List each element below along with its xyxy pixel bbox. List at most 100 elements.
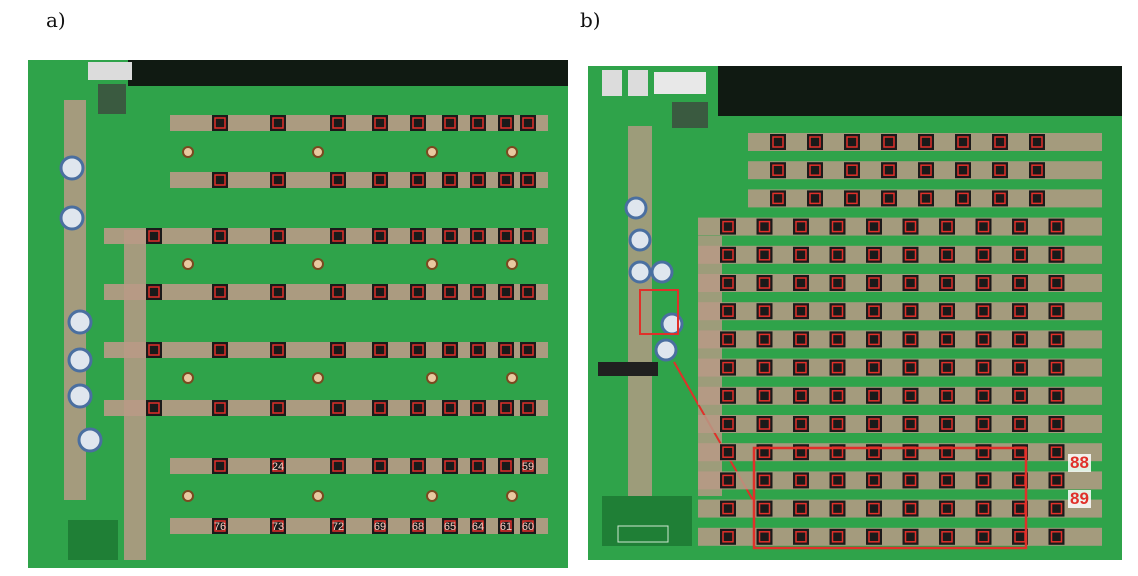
chip-number-label: 76: [214, 521, 226, 533]
chip-marker: [722, 502, 734, 515]
capacitor-4: [650, 260, 674, 284]
chip-marker: [941, 277, 953, 289]
chip-marker: [522, 520, 534, 532]
chip-marker: [994, 136, 1006, 148]
asic-chip: [330, 172, 346, 188]
capacitor-3: [67, 309, 93, 335]
asic-chip: [829, 472, 846, 489]
chip-marker: [831, 333, 844, 346]
chip-marker: [1014, 277, 1026, 289]
asic-chip: [1048, 331, 1065, 348]
chip-marker: [500, 520, 512, 532]
asic-chip: [975, 359, 992, 376]
asic-chip: [756, 275, 773, 291]
asic-chip: [918, 190, 934, 207]
chip-marker: [444, 174, 456, 186]
asic-chip: [939, 472, 955, 489]
asic-chip: [330, 458, 346, 474]
chip-number-label: 69: [374, 521, 386, 533]
silkscreen-logo-area: [602, 496, 692, 546]
chip-marker: [1050, 446, 1063, 458]
asic-chip: [270, 342, 286, 358]
asic-chip: [756, 246, 773, 263]
chip-marker: [1014, 333, 1026, 346]
chip-marker: [904, 249, 917, 261]
asic-chip: [939, 275, 955, 291]
asic-chip: [844, 162, 860, 179]
chip-marker: [795, 305, 807, 317]
mounting-hole: [182, 490, 194, 502]
chip-marker: [522, 286, 534, 298]
chip-marker: [957, 164, 969, 176]
asic-chip: [470, 342, 486, 358]
asic-chip: [1048, 275, 1065, 291]
chip-marker: [722, 474, 734, 487]
asic-chip: [793, 416, 809, 432]
highlight-box-small: [639, 289, 679, 335]
chip-marker: [883, 136, 895, 148]
chip-marker: [444, 520, 456, 532]
chip-marker: [758, 474, 771, 487]
highlight-box-large: [752, 446, 1028, 550]
asic-chip: [330, 115, 346, 131]
chip-marker: [758, 249, 771, 261]
chip-marker: [868, 333, 880, 346]
asic-chip: [902, 528, 919, 545]
chip-marker: [977, 305, 990, 317]
capacitor-6: [654, 338, 678, 362]
asic-chip: [1048, 246, 1065, 263]
mounting-hole: [506, 490, 518, 502]
asic-chip: [498, 342, 514, 358]
asic-chip: [756, 359, 773, 376]
asic-chip: [975, 387, 992, 404]
asic-chip: [1048, 303, 1065, 320]
asic-chip: [1012, 218, 1028, 235]
asic-chip: [881, 190, 897, 207]
chip-marker: [444, 402, 456, 414]
chip-marker: [522, 402, 534, 414]
chip-marker: [332, 286, 344, 298]
chip-number-label: 73: [272, 521, 284, 533]
asic-chip: [939, 528, 955, 545]
chip-marker: [904, 502, 917, 515]
chip-marker: [941, 249, 953, 261]
capacitor-5: [67, 383, 93, 409]
chip-marker: [722, 333, 734, 346]
asic-chip: [470, 458, 486, 474]
chip-marker: [941, 361, 953, 374]
panel-label-b: b): [580, 8, 601, 32]
chip-marker: [374, 344, 386, 356]
asic-chip: [866, 416, 882, 432]
asic-chip: [992, 162, 1008, 179]
chip-marker: [1031, 192, 1043, 205]
callout-89: 89: [1068, 489, 1091, 508]
asic-chip: [330, 228, 346, 244]
asic-chip: [410, 518, 426, 534]
asic-chip: [975, 331, 992, 348]
chip-marker: [332, 344, 344, 356]
mounting-hole: [312, 490, 324, 502]
asic-chip: [270, 400, 286, 416]
chip-marker: [831, 502, 844, 515]
chip-marker: [332, 230, 344, 242]
chip-marker: [1014, 390, 1026, 402]
capacitor-3: [628, 260, 652, 284]
chip-number-label: 61: [500, 521, 512, 533]
mounting-hole: [182, 372, 194, 384]
asic-chip: [212, 228, 228, 244]
asic-chip: [939, 303, 955, 320]
asic-chip: [955, 190, 971, 207]
asic-chip: [756, 218, 773, 235]
asic-chip: [372, 284, 388, 300]
asic-chip: [470, 172, 486, 188]
asic-chip: [372, 172, 388, 188]
chip-marker: [795, 361, 807, 374]
asic-chip: [975, 275, 992, 291]
asic-chip: [720, 528, 736, 545]
asic-chip: [829, 246, 846, 263]
asic-chip: [866, 246, 882, 263]
chip-marker: [868, 277, 880, 289]
chip-marker: [941, 531, 953, 543]
asic-chip: [807, 190, 823, 207]
